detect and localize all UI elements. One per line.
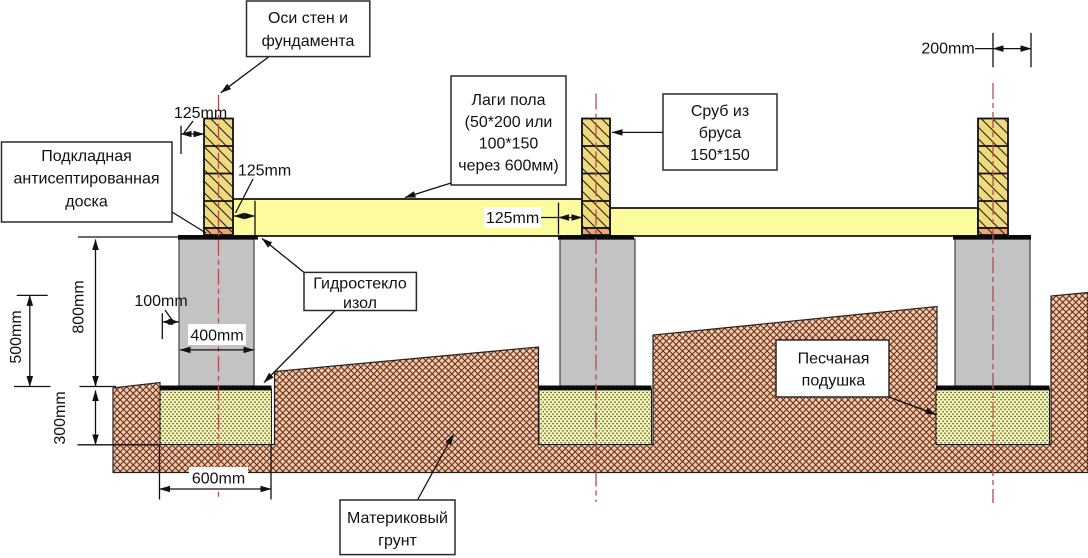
svg-text:подушка: подушка <box>802 373 866 390</box>
svg-text:(50*200 или: (50*200 или <box>465 114 553 131</box>
svg-text:Песчаная: Песчаная <box>798 351 870 368</box>
svg-text:Гидростекло: Гидростекло <box>313 276 407 293</box>
svg-text:800mm: 800mm <box>71 280 88 333</box>
svg-text:доска: доска <box>65 193 108 210</box>
svg-text:Лаги пола: Лаги пола <box>471 92 545 109</box>
svg-text:Материковый: Материковый <box>347 510 448 527</box>
svg-text:антисептированная: антисептированная <box>13 171 159 188</box>
svg-text:Оси стен и: Оси стен и <box>268 10 348 27</box>
svg-text:100mm: 100mm <box>134 293 187 310</box>
svg-text:400mm: 400mm <box>190 327 243 344</box>
svg-text:125mm: 125mm <box>238 163 291 180</box>
svg-text:фундамента: фундамента <box>262 33 355 50</box>
svg-text:600mm: 600mm <box>192 471 245 488</box>
svg-text:150*150: 150*150 <box>690 147 750 164</box>
svg-text:грунт: грунт <box>378 533 417 550</box>
svg-text:изол: изол <box>343 295 377 312</box>
svg-text:125mm: 125mm <box>486 210 539 227</box>
svg-text:бруса: бруса <box>699 125 742 142</box>
svg-text:Подкладная: Подкладная <box>41 148 132 165</box>
svg-text:через 600мм): через 600мм) <box>458 158 558 175</box>
svg-text:200mm: 200mm <box>921 41 974 58</box>
svg-text:100*150: 100*150 <box>479 136 539 153</box>
svg-text:125mm: 125mm <box>174 105 227 122</box>
svg-text:Сруб из: Сруб из <box>691 103 749 120</box>
svg-text:500mm: 500mm <box>8 310 25 363</box>
svg-text:300mm: 300mm <box>52 391 69 444</box>
